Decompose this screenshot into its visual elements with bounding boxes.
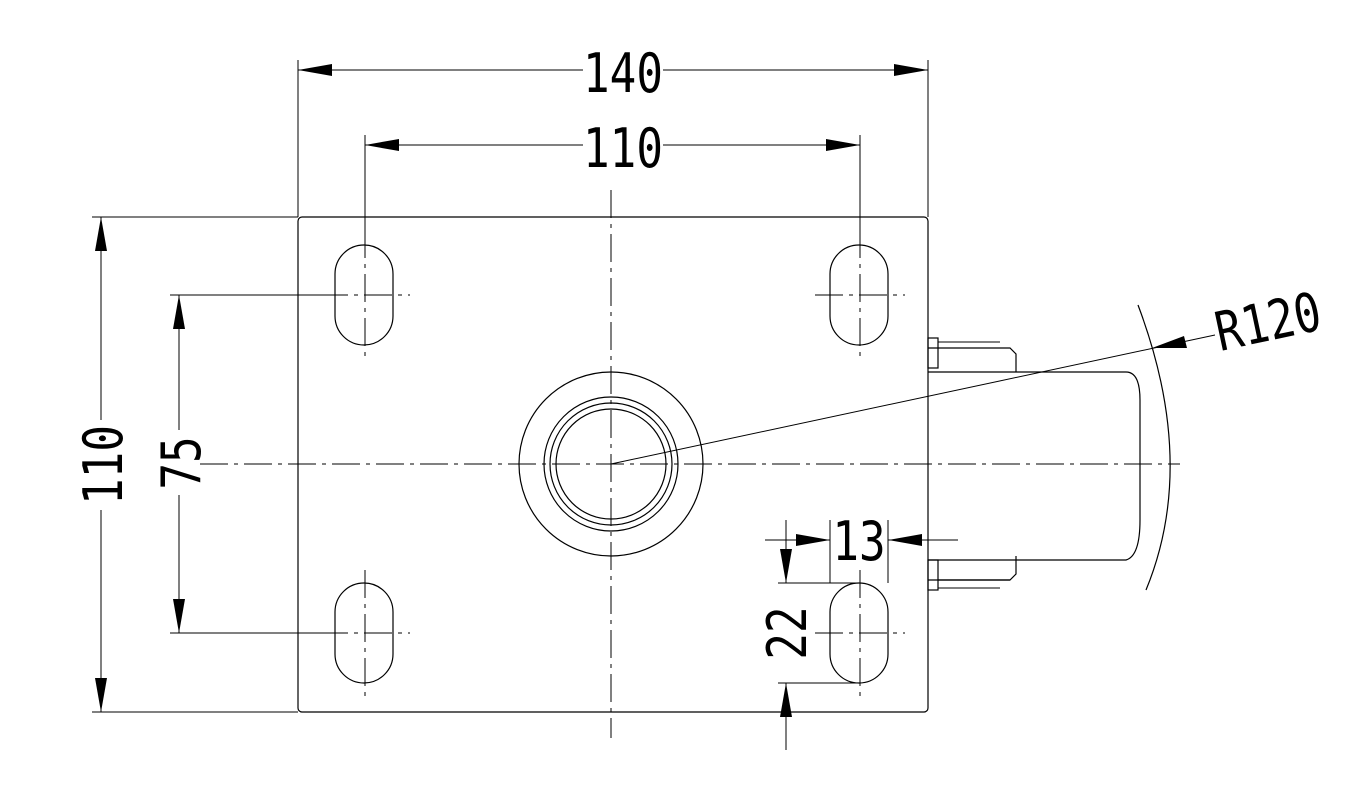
extension-lines [92, 60, 929, 713]
swivel-radius-arc [1137, 304, 1171, 591]
wheel-fork-profile [927, 337, 1141, 591]
center-lines [200, 190, 1180, 738]
dim-hole-spacing-x: 110 [583, 117, 663, 180]
dim-hole-spacing-y: 75 [150, 436, 213, 489]
dim-overall-height: 110 [72, 425, 135, 505]
slot-top-right [829, 244, 889, 346]
dim-overall-width: 140 [583, 42, 663, 105]
dim-slot-width: 13 [832, 510, 885, 573]
radius-leader-line [610, 334, 1216, 465]
kingpin-bearing [518, 371, 704, 557]
dim-slot-length: 22 [756, 606, 819, 659]
dimension-arrowheads [95, 64, 1187, 717]
dim-swivel-radius: R120 [1209, 280, 1326, 364]
